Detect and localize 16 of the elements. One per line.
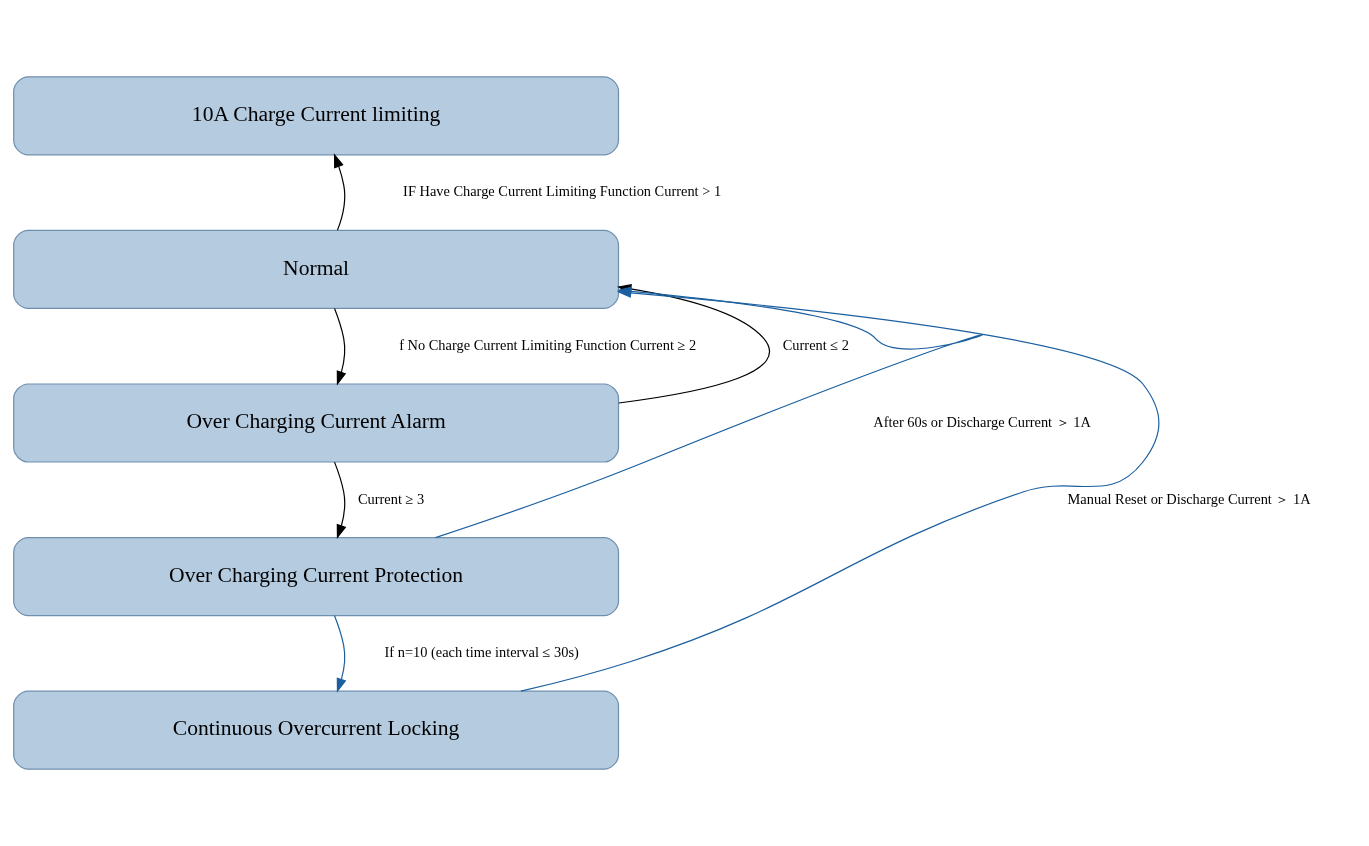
edge-label: Current ≤ 2 bbox=[782, 336, 850, 353]
edge-label: Current ≥ 3 bbox=[357, 490, 425, 507]
edge-label: f No Charge Current Limiting Function Current ≥ 2 bbox=[399, 336, 697, 353]
node-box: 10A Charge Current limiting bbox=[13, 76, 620, 156]
edge-label: IF Have Charge Current Limiting Function Current > 1 bbox=[403, 183, 722, 200]
arrow bbox=[333, 153, 346, 231]
node-box: Over Charging Current Alarm bbox=[13, 383, 620, 463]
node-box: Normal bbox=[13, 229, 620, 309]
node-box: Continuous Overcurrent Locking bbox=[13, 690, 620, 770]
arrow bbox=[333, 461, 347, 540]
arrow bbox=[333, 307, 347, 386]
edge-label: If n=10 (each time interval ≤ 30s) bbox=[384, 644, 579, 661]
node-box: Over Charging Current Protection bbox=[13, 537, 620, 617]
edge-label: After 60s or Discharge Current ＞ 1A bbox=[873, 413, 1091, 430]
arrow bbox=[333, 615, 347, 693]
edge-label: Manual Reset or Discharge Current ＞ 1A bbox=[1067, 490, 1311, 507]
